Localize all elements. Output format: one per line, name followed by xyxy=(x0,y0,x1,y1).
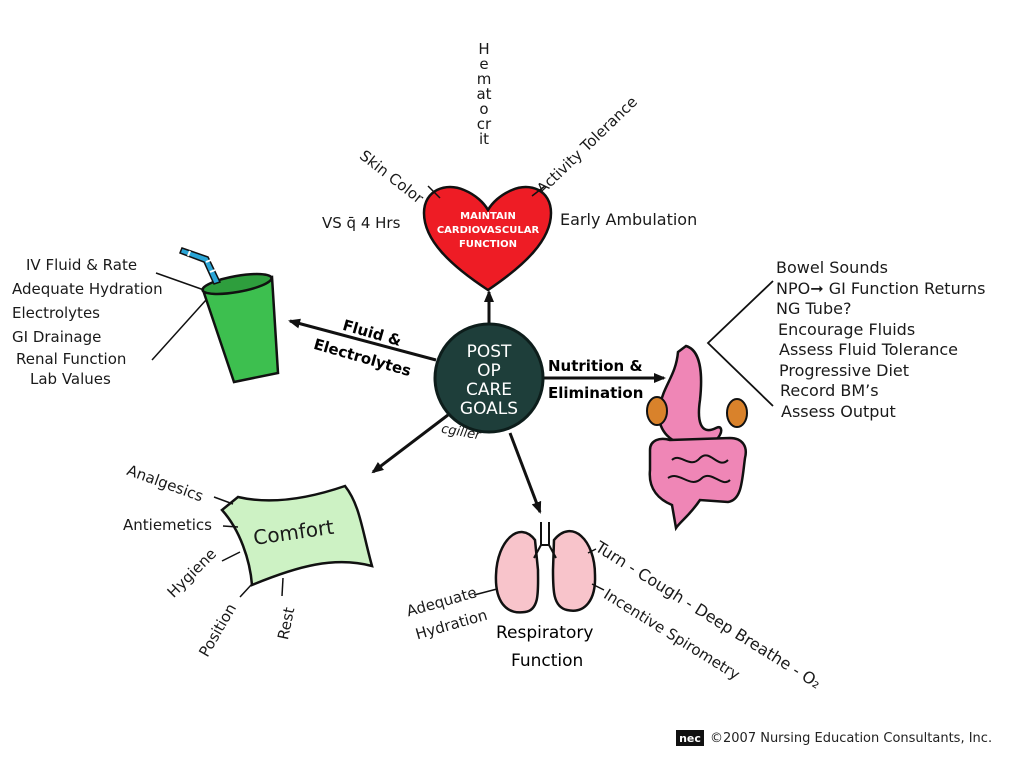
hub-label: POST OP CARE GOALS xyxy=(434,343,544,419)
spoke-analgesics xyxy=(213,496,234,505)
antiemetics-label: Antiemetics xyxy=(123,516,212,534)
arrow-to-fluid xyxy=(288,318,437,362)
heart-label: MAINTAIN CARDIOVASCULAR FUNCTION xyxy=(428,210,548,252)
respiratory-label-1: Respiratory xyxy=(496,623,594,643)
nutrition-item-npo: NPO➞ GI Function Returns xyxy=(776,278,986,298)
hematocrit-label: Hematocrit xyxy=(476,40,492,148)
stomach xyxy=(657,344,723,448)
nutrition-bracket xyxy=(706,280,774,407)
arrow-to-comfort xyxy=(371,413,449,474)
heart-line-1: MAINTAIN xyxy=(460,211,516,222)
spoke-antiemetics xyxy=(222,525,239,528)
spoke-hygiene xyxy=(221,551,241,562)
fluid-line-top xyxy=(155,272,205,291)
hub-circle xyxy=(433,322,545,434)
hub-line-2: OP xyxy=(477,361,501,381)
nutrition-item-tolerance: Assess Fluid Tolerance xyxy=(779,340,958,359)
nutrition-item-fluids: Encourage Fluids xyxy=(778,319,916,339)
straw-stripe-1 xyxy=(187,250,191,257)
copyright-text: ©2007 Nursing Education Consultants, Inc… xyxy=(710,730,993,746)
nutrition-item-bm: Record BM’s xyxy=(780,381,879,400)
nutrition-item-ng: NG Tube? xyxy=(776,299,852,318)
large-intestine xyxy=(648,436,747,532)
heart-line-2: CARDIOVASCULAR xyxy=(436,225,540,236)
pillow-shape xyxy=(220,484,374,587)
respiratory-label-2: Function xyxy=(511,651,584,671)
spoke-incentive xyxy=(591,583,605,591)
fluid-item-hydration: Adequate Hydration xyxy=(12,280,163,298)
nutrition-arrow-label-2: Elimination xyxy=(548,384,644,402)
right-lung xyxy=(551,529,597,612)
spoke-hydration xyxy=(473,588,498,596)
hub-line-3: CARE xyxy=(465,380,513,400)
vs-label: VS q̄ 4 Hrs xyxy=(322,214,401,232)
spoke-rest xyxy=(281,577,284,597)
nutrition-item-diet: Progressive Diet xyxy=(779,360,910,380)
nutrition-arrow-label-1: Nutrition & xyxy=(548,357,643,375)
straw-stripe-2 xyxy=(205,259,212,263)
fluid-item-lab: Lab Values xyxy=(30,370,111,388)
straw-shape xyxy=(179,247,222,285)
left-kidney xyxy=(646,396,668,426)
nutrition-item-bowel: Bowel Sounds xyxy=(776,258,888,277)
heart-line-3: FUNCTION xyxy=(458,239,518,250)
heart-shape xyxy=(422,185,553,292)
early-ambulation-label: Early Ambulation xyxy=(560,210,698,229)
arrow-to-respiratory xyxy=(508,432,542,514)
spoke-skin-color xyxy=(427,185,441,199)
spoke-position xyxy=(239,583,253,598)
nec-logo: nec xyxy=(676,730,704,746)
fluid-item-iv: IV Fluid & Rate xyxy=(26,256,138,274)
trachea xyxy=(533,522,557,559)
hub-line-1: POST xyxy=(466,342,512,362)
fluid-item-electrolytes: Electrolytes xyxy=(12,304,100,322)
spoke-tcdb xyxy=(587,548,597,554)
hub-line-4: GOALS xyxy=(459,399,519,419)
right-kidney xyxy=(726,398,748,428)
straw-stripe-3 xyxy=(209,269,216,273)
nutrition-item-output: Assess Output xyxy=(781,401,896,421)
fluid-line-bottom xyxy=(151,299,207,361)
nutrition-list: Bowel Sounds NPO➞ GI Function Returns NG… xyxy=(776,258,985,422)
footer: nec ©2007 Nursing Education Consultants,… xyxy=(676,730,992,746)
small-intestine xyxy=(667,454,731,483)
fluid-item-renal: Renal Function xyxy=(16,350,127,368)
spoke-activity xyxy=(531,185,546,197)
fluid-list: IV Fluid & Rate Adequate Hydration Elect… xyxy=(12,253,163,389)
fluid-item-gi: GI Drainage xyxy=(12,328,102,346)
left-lung xyxy=(494,530,540,614)
